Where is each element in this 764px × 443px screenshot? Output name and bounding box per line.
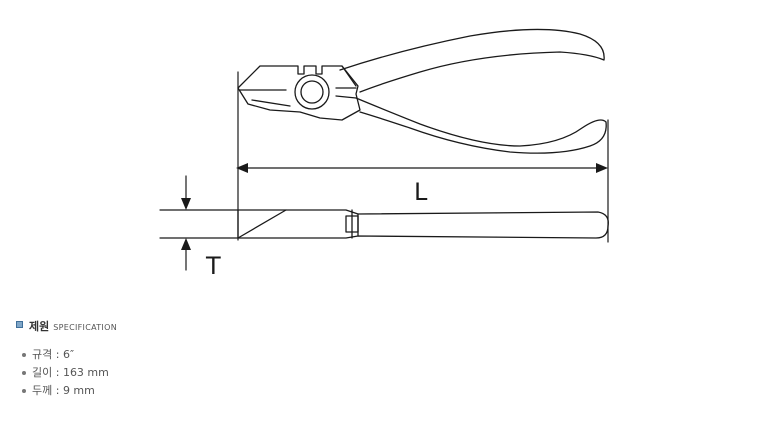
spec-length: 길이 : 163 mm — [32, 366, 109, 379]
length-arrow-right — [596, 163, 608, 173]
length-label: L — [414, 178, 428, 206]
spec-header: 제원 SPECIFICATION — [16, 318, 117, 334]
thickness-dimension — [159, 175, 239, 271]
list-item: 길이 : 163 mm — [22, 364, 109, 382]
spec-title: 제원 — [29, 320, 50, 333]
spec-subtitle: SPECIFICATION — [53, 323, 117, 332]
thickness-arrow-up — [181, 238, 191, 250]
length-dimension — [237, 71, 609, 243]
spec-thickness: 두께 : 9 mm — [32, 384, 95, 397]
spec-list: 규격 : 6″ 길이 : 163 mm 두께 : 9 mm — [22, 346, 109, 400]
bullet-icon — [22, 353, 26, 357]
list-item: 규격 : 6″ — [22, 346, 109, 364]
pliers-top-view — [237, 28, 607, 154]
thickness-arrow-down — [181, 198, 191, 210]
bullet-icon — [22, 389, 26, 393]
pliers-drawing: L T — [159, 28, 609, 280]
bullet-icon — [22, 371, 26, 375]
spec-size: 규격 : 6″ — [32, 348, 75, 361]
thickness-label: T — [205, 252, 221, 280]
square-bullet-icon — [16, 321, 23, 328]
length-arrow-left — [236, 163, 248, 173]
list-item: 두께 : 9 mm — [22, 382, 109, 400]
pliers-side-view — [237, 209, 609, 239]
